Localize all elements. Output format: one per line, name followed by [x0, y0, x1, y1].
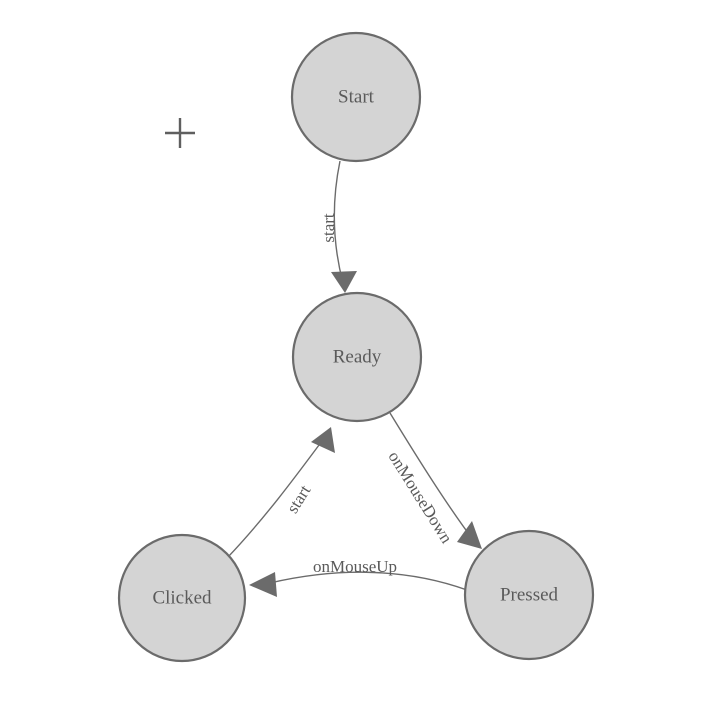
edge-pressed-to-clicked[interactable] [249, 571, 468, 597]
node-start-label: Start [338, 86, 375, 107]
node-pressed[interactable]: Pressed [463, 529, 595, 661]
node-pressed-circle[interactable] [463, 529, 595, 661]
node-clicked[interactable]: Clicked [117, 533, 247, 663]
node-start[interactable]: Start [290, 31, 422, 163]
node-clicked-label: Clicked [152, 587, 212, 608]
edge-clicked-to-ready[interactable] [227, 427, 335, 558]
crosshair-icon [165, 118, 195, 148]
node-clicked-circle[interactable] [117, 533, 247, 663]
node-pressed-label: Pressed [500, 584, 559, 605]
node-start-circle[interactable] [290, 31, 422, 163]
edge-ready-to-pressed[interactable] [389, 412, 482, 549]
node-ready-label: Ready [333, 346, 382, 367]
edge-label-start-to-ready: start [319, 213, 338, 243]
edge-label-pressed-to-clicked: onMouseUp [313, 557, 397, 576]
node-ready[interactable]: Ready [291, 291, 423, 423]
node-ready-circle[interactable] [291, 291, 423, 423]
edge-start-to-ready[interactable] [331, 160, 357, 293]
